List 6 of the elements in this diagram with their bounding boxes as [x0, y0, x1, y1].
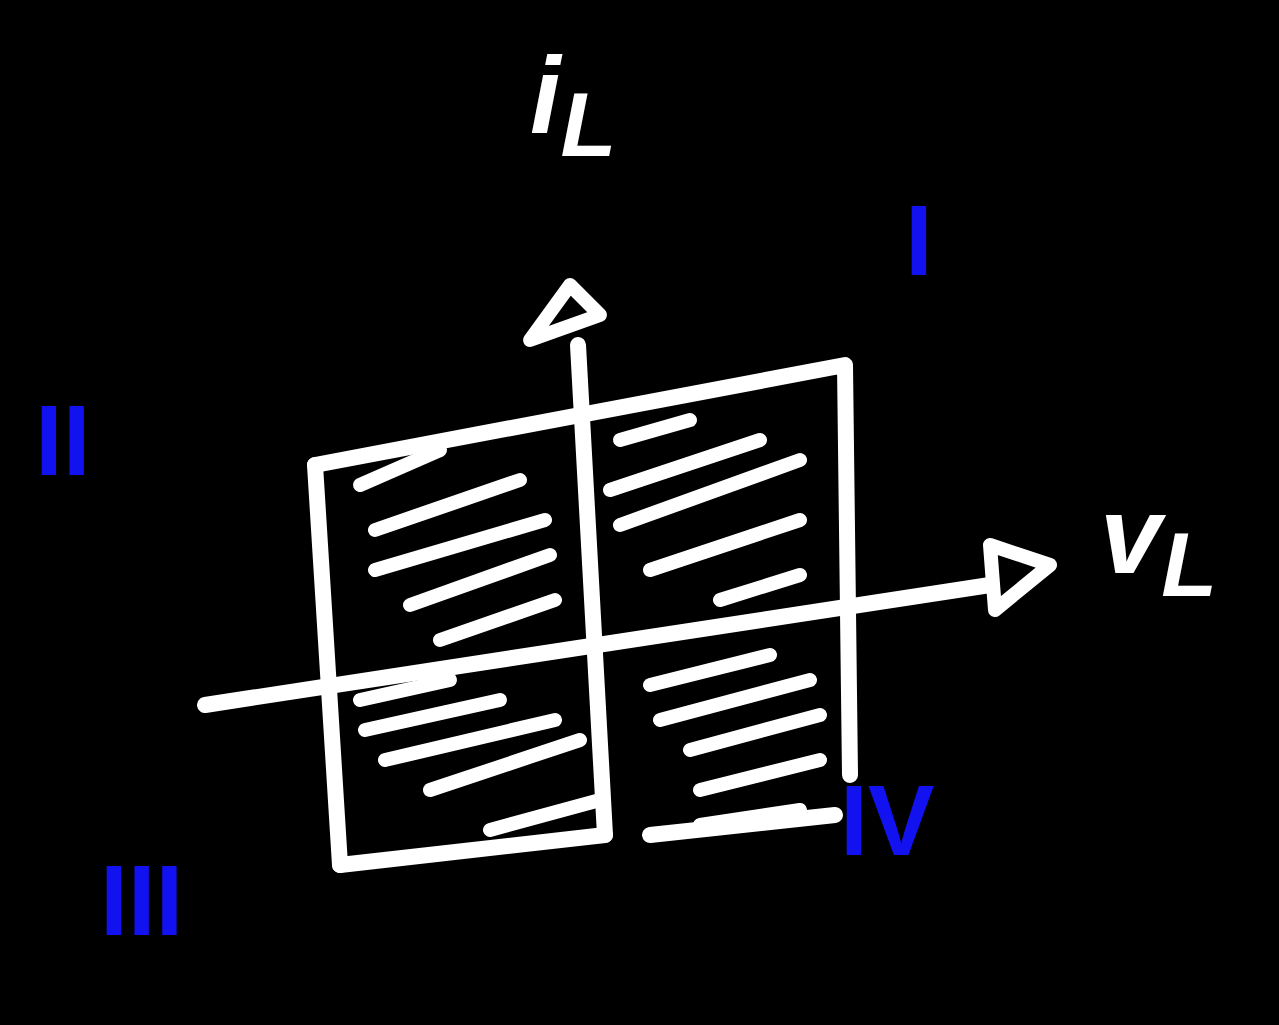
axis-label: v$_{L}$	[1100, 480, 1218, 611]
quadrant-label: III	[100, 850, 184, 950]
axis-label: i$_{L}$	[530, 40, 617, 171]
quadrant-label: I	[905, 190, 933, 290]
quadrant-label: IV	[840, 770, 935, 870]
quadrant-label: II	[35, 390, 91, 490]
